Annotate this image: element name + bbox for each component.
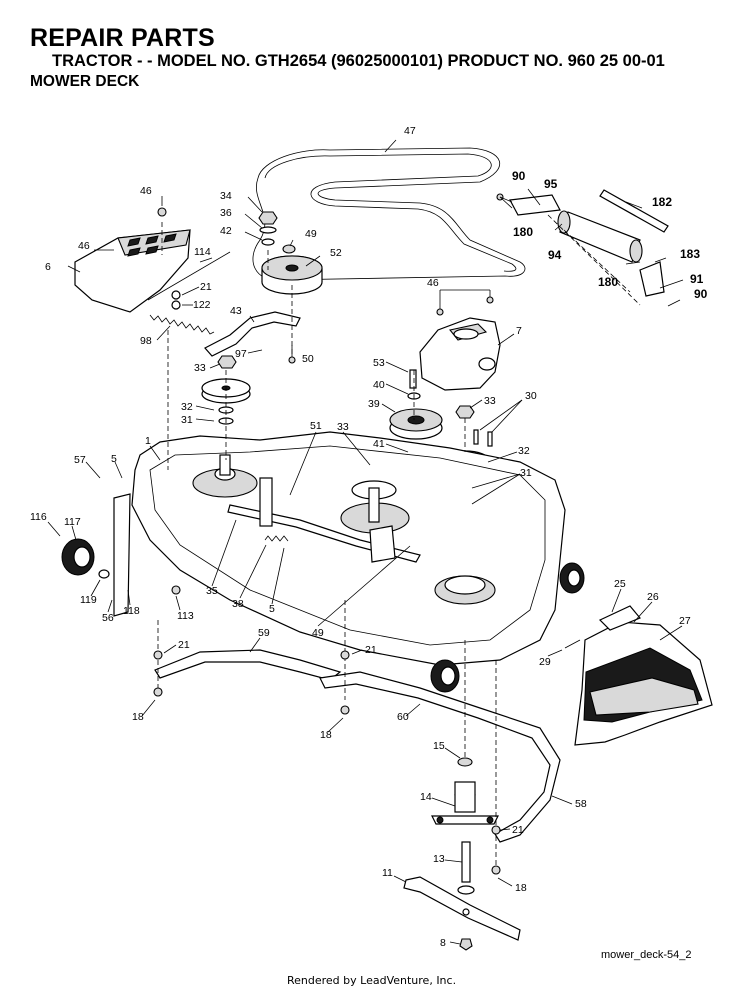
blade-spindle-14[interactable] <box>431 757 499 895</box>
callout-183: 183 <box>680 247 700 261</box>
callout-46: 46 <box>78 240 90 252</box>
callout-30: 30 <box>525 390 537 402</box>
callout-98: 98 <box>140 335 152 347</box>
drawing-id: mower_deck-54_2 <box>601 949 692 961</box>
callout-53: 53 <box>373 357 385 369</box>
callout-118: 118 <box>123 605 140 617</box>
callout-52: 52 <box>330 247 342 259</box>
deck-baffles[interactable] <box>154 649 561 843</box>
callout-32: 32 <box>518 445 530 457</box>
page-title: REPAIR PARTS <box>30 24 215 52</box>
callout-29: 29 <box>539 656 551 668</box>
callout-33: 33 <box>337 421 349 433</box>
callout-14: 14 <box>420 791 432 803</box>
callout-labels: 47 90 95 182 180 94 183 180 91 90 46 34 … <box>30 125 708 949</box>
callout-34: 34 <box>220 190 232 202</box>
gauge-wheels[interactable] <box>61 493 585 693</box>
callout-50: 50 <box>302 353 314 365</box>
callout-21: 21 <box>512 824 524 836</box>
callout-90: 90 <box>512 169 526 183</box>
callout-46: 46 <box>427 277 439 289</box>
callout-180: 180 <box>513 225 533 239</box>
callout-18: 18 <box>132 711 144 723</box>
callout-36: 36 <box>220 207 232 219</box>
callout-90: 90 <box>694 287 708 301</box>
callout-31: 31 <box>520 467 532 479</box>
idler-bracket-43[interactable] <box>204 311 301 357</box>
callout-56: 56 <box>102 612 114 624</box>
callout-5: 5 <box>269 603 275 615</box>
callout-95: 95 <box>544 177 558 191</box>
callout-42: 42 <box>220 225 232 237</box>
leader-lines <box>47 139 684 945</box>
callout-43: 43 <box>230 305 242 317</box>
drive-belt[interactable] <box>252 147 526 281</box>
callout-122: 122 <box>193 299 211 311</box>
mower-deck-housing-1[interactable] <box>131 431 566 666</box>
callout-91: 91 <box>690 272 704 286</box>
deflector-6[interactable] <box>74 229 191 313</box>
callout-39: 39 <box>368 398 380 410</box>
callout-1: 1 <box>145 435 151 447</box>
callout-180: 180 <box>598 275 618 289</box>
pulley-cover-7[interactable] <box>419 317 501 391</box>
deck-rod-and-spring[interactable] <box>147 251 231 335</box>
spindle-hardware-34[interactable] <box>258 211 278 246</box>
callout-57: 57 <box>74 454 86 466</box>
callout-119: 119 <box>80 594 97 606</box>
footer-credit: Rendered by LeadVenture, Inc. <box>287 974 457 987</box>
pulley-39[interactable] <box>389 369 443 456</box>
callout-49: 49 <box>305 228 317 240</box>
callout-46: 46 <box>140 185 152 197</box>
callout-5: 5 <box>111 453 117 465</box>
callout-15: 15 <box>433 740 445 752</box>
callout-7: 7 <box>516 325 522 337</box>
callout-32: 32 <box>181 401 193 413</box>
callout-49: 49 <box>312 627 324 639</box>
callout-41: 41 <box>373 438 385 450</box>
callout-13: 13 <box>433 853 445 865</box>
callout-35: 35 <box>206 585 218 597</box>
callout-113: 113 <box>177 610 194 622</box>
anti-scalp-roller-assembly[interactable] <box>496 189 681 307</box>
callout-59: 59 <box>258 627 270 639</box>
callout-33: 33 <box>484 395 496 407</box>
callout-47: 47 <box>404 125 416 137</box>
callout-18: 18 <box>515 882 527 894</box>
pulley-52[interactable] <box>261 244 323 295</box>
callout-116: 116 <box>30 511 47 523</box>
callout-114: 114 <box>194 246 211 258</box>
callout-38: 38 <box>232 598 244 610</box>
callout-60: 60 <box>397 711 409 723</box>
callout-21: 21 <box>178 639 190 651</box>
mower-blade-11[interactable] <box>403 876 521 951</box>
callout-94: 94 <box>548 248 562 262</box>
model-subtitle: TRACTOR - - MODEL NO. GTH2654 (960250001… <box>52 52 665 70</box>
callout-11: 11 <box>382 867 393 879</box>
callout-26: 26 <box>647 591 659 603</box>
callout-33: 33 <box>194 362 206 374</box>
callout-182: 182 <box>652 195 672 209</box>
callout-25: 25 <box>614 578 626 590</box>
section-title: MOWER DECK <box>30 73 140 90</box>
callout-6: 6 <box>45 261 51 273</box>
callout-18: 18 <box>320 729 332 741</box>
callout-27: 27 <box>679 615 691 627</box>
callout-21: 21 <box>365 644 377 656</box>
callout-40: 40 <box>373 379 385 391</box>
callout-51: 51 <box>310 420 322 432</box>
callout-117: 117 <box>64 516 81 528</box>
callout-58: 58 <box>575 798 587 810</box>
callout-8: 8 <box>440 937 446 949</box>
callout-31: 31 <box>181 414 193 426</box>
discharge-chute-27[interactable] <box>564 605 713 746</box>
callout-97: 97 <box>235 348 247 360</box>
callout-21: 21 <box>200 281 212 293</box>
